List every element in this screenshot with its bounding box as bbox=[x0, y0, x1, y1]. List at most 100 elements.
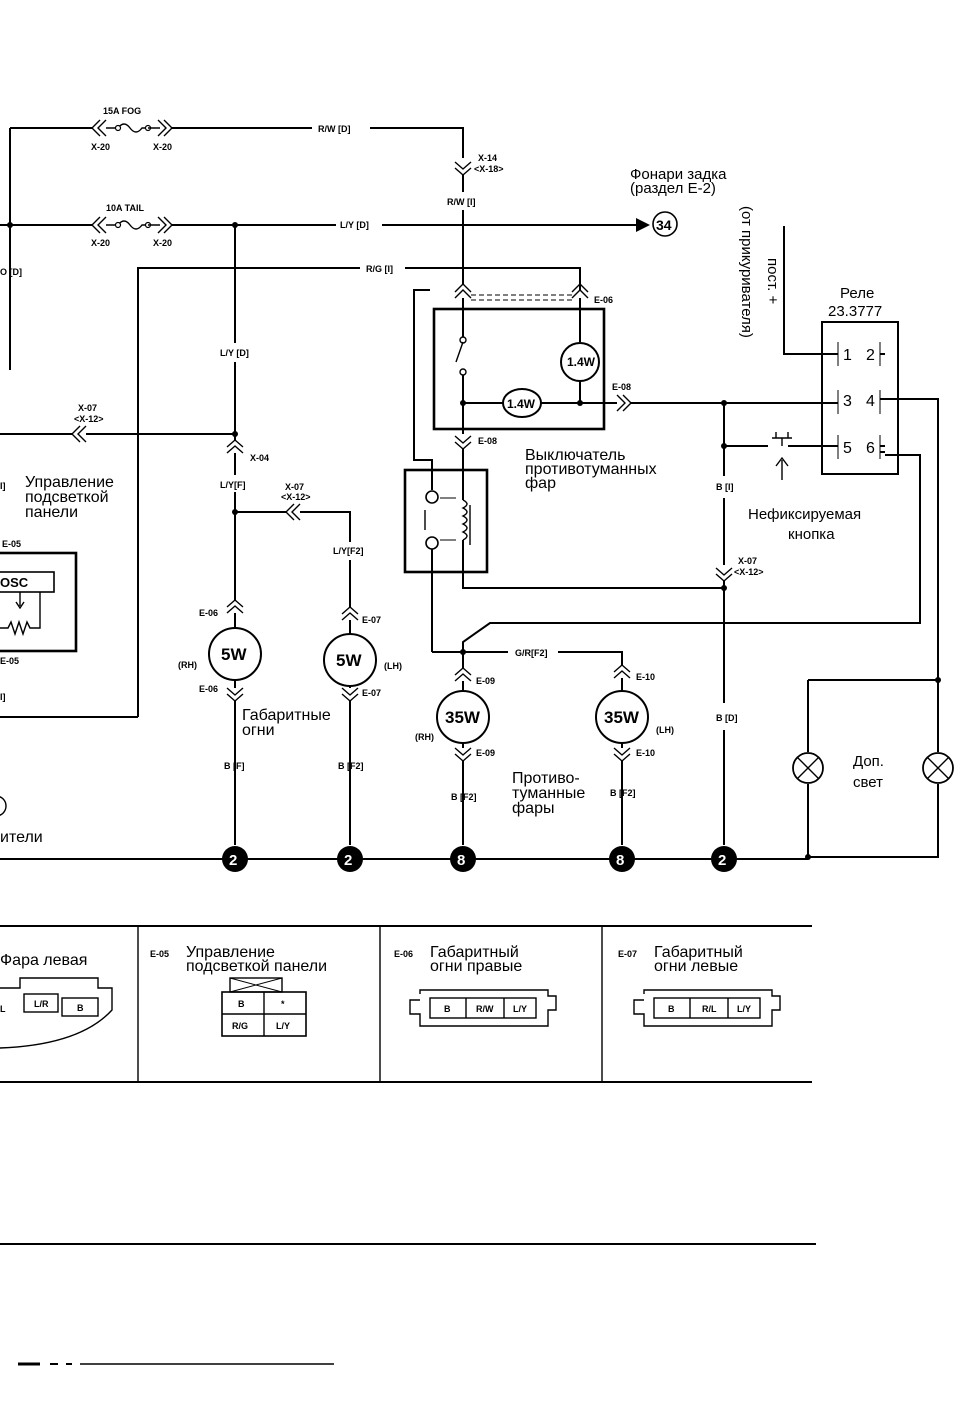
cell-1-title: Фара левая bbox=[0, 952, 87, 969]
cell-4-title-1: Габаритный bbox=[654, 944, 743, 961]
tail-fuse-line: 10A TAIL X-20 X-20 L/Y [D] O [D] bbox=[0, 203, 650, 277]
cell-3-pin-2: R/W bbox=[476, 1004, 494, 1014]
ground-marker-1: 2 bbox=[222, 846, 248, 872]
e07-lamp-top: E-07 bbox=[362, 615, 381, 625]
x04: X-04 bbox=[250, 453, 269, 463]
fog-relay bbox=[403, 289, 724, 652]
extra-lights: Доп. свет bbox=[792, 677, 954, 858]
parking-label-1: Габаритные bbox=[242, 707, 331, 724]
tail-fuse-label: 10A TAIL bbox=[106, 203, 145, 213]
wire-ly-d-vert: L/Y [D] bbox=[220, 348, 249, 358]
e06-lamp-bot: E-06 bbox=[199, 684, 218, 694]
wire-b-f2-c: B [F2] bbox=[610, 788, 636, 798]
cell-3-pin-1: B bbox=[444, 1004, 451, 1014]
wire-b-f2-a: B [F2] bbox=[338, 761, 364, 771]
wire-ly-f2: L/Y[F2] bbox=[333, 546, 364, 556]
wire-rg-i: R/G [I] bbox=[366, 264, 393, 274]
e05-top: E-05 bbox=[2, 539, 21, 549]
e06-lamp-top: E-06 bbox=[199, 608, 218, 618]
connector-cell-e05: E-05 Управление подсветкой панели B * R/… bbox=[150, 944, 327, 1037]
fog-fuse-line: 15A FOG X-20 X-20 R/W [D] bbox=[9, 106, 464, 370]
ground-bus: 2 2 8 8 2 bbox=[0, 846, 811, 872]
button-label-1: Нефиксируемая bbox=[748, 506, 861, 523]
wire-b-f: B [F] bbox=[224, 761, 245, 771]
fog-lh-watt: 35W bbox=[604, 708, 640, 727]
switch-bulb-b: 1.4W bbox=[507, 397, 536, 411]
rear-lights-ref: 34 Фонари задка (раздел E-2) bbox=[630, 166, 727, 237]
extra-label-1: Доп. bbox=[853, 753, 884, 770]
e10-top: E-10 bbox=[636, 672, 655, 682]
ground-marker-3: 8 bbox=[450, 846, 476, 872]
page-rules bbox=[0, 1243, 816, 1366]
ground-marker-2: 2 bbox=[337, 846, 363, 872]
relay-pin-3: 3 bbox=[843, 393, 852, 410]
rh-side-1: (RH) bbox=[178, 660, 197, 670]
panel-control: OSC E-05 E-05 Управление подсветкой пане… bbox=[0, 474, 114, 846]
connector-cell-headlamp-left: Фара левая L/R B L bbox=[0, 952, 113, 1049]
cell-2-pin-1: B bbox=[238, 999, 245, 1009]
cell-4-code: E-07 bbox=[618, 949, 637, 959]
power-label-2: (от прикуривателя) bbox=[738, 206, 755, 338]
cell-2-pin-2: * bbox=[281, 999, 285, 1009]
fog-fuse-conn-right: X-20 bbox=[153, 142, 172, 152]
cell-1-pin-l: L bbox=[0, 1004, 6, 1014]
button-label-2: кнопка bbox=[788, 526, 835, 543]
wire-b-f2-b: B [F2] bbox=[451, 792, 477, 802]
e07-lamp-bot: E-07 bbox=[362, 688, 381, 698]
fuse-tail-label: ители bbox=[0, 829, 43, 846]
cell-2-title-2: подсветкой панели bbox=[186, 958, 327, 975]
panel-ctrl-label-3: панели bbox=[25, 504, 78, 521]
panel-ctrl-label-2: подсветкой bbox=[25, 489, 109, 506]
e08-right: E-08 bbox=[612, 382, 631, 392]
cell-4-pin-3: L/Y bbox=[737, 1004, 751, 1014]
cell-4-pin-2: R/L bbox=[702, 1004, 717, 1014]
cell-3-title-1: Габаритный bbox=[430, 944, 519, 961]
cell-2-pin-3: R/G bbox=[232, 1021, 248, 1031]
fog-rh-watt: 35W bbox=[445, 708, 481, 727]
x07-right: X-07 bbox=[738, 556, 757, 566]
svg-text:2: 2 bbox=[344, 852, 352, 869]
wire-b-i: B [I] bbox=[716, 482, 734, 492]
wire-ly-d: L/Y [D] bbox=[340, 220, 369, 230]
e08-bottom: E-08 bbox=[478, 436, 497, 446]
fog-switch-label-2: противотуманных bbox=[525, 461, 657, 478]
rear-lights-label-2: (раздел E-2) bbox=[630, 180, 716, 197]
tail-fuse-conn-right: X-20 bbox=[153, 238, 172, 248]
x07-left-line: X-07 <X-12> bbox=[0, 403, 238, 443]
ground-marker-4: 8 bbox=[609, 846, 635, 872]
x12-right: <X-12> bbox=[734, 567, 764, 577]
fog-lamps-label-1: Противо- bbox=[512, 770, 580, 787]
x07-mid: X-07 bbox=[285, 482, 304, 492]
park-lh-watt: 5W bbox=[336, 651, 362, 670]
rh-side-2: (RH) bbox=[415, 732, 434, 742]
x18: <X-18> bbox=[474, 164, 504, 174]
connector-table: Фара левая L/R B L E-05 Управление подсв… bbox=[0, 925, 812, 1083]
cell-2-title-1: Управление bbox=[186, 944, 275, 961]
osc-label: OSC bbox=[0, 575, 29, 590]
svg-text:2: 2 bbox=[229, 852, 237, 869]
e09-top: E-09 bbox=[476, 676, 495, 686]
tail-fuse-conn-left: X-20 bbox=[91, 238, 110, 248]
e09-bot: E-09 bbox=[476, 748, 495, 758]
wire-left-i2: I] bbox=[0, 692, 6, 702]
x07-left: X-07 bbox=[78, 403, 97, 413]
cell-1-pin-lr: L/R bbox=[34, 999, 49, 1009]
switch-bulb-a: 1.4W bbox=[567, 355, 596, 369]
ly-vertical: L/Y [D] X-04 L/Y[F] X-07 <X-12> L/Y[F2] bbox=[220, 225, 364, 607]
x12-left: <X-12> bbox=[74, 414, 104, 424]
e05-bot: E-05 bbox=[0, 656, 19, 666]
wire-left-i1: I] bbox=[0, 481, 6, 491]
cell-3-title-2: огни правые bbox=[430, 958, 522, 975]
cell-4-pin-1: B bbox=[668, 1004, 675, 1014]
fog-fuse-conn-left: X-20 bbox=[91, 142, 110, 152]
ground-marker-5: 2 bbox=[711, 846, 737, 872]
parking-lamp-lh: 5W E-07 E-07 (LH) B [F2] bbox=[323, 606, 402, 845]
relay-pin-1: 1 bbox=[843, 347, 852, 364]
cell-4-title-2: огни левые bbox=[654, 958, 738, 975]
relay-pin-5: 5 bbox=[843, 440, 852, 457]
cell-2-code: E-05 bbox=[150, 949, 169, 959]
rear-lights-number: 34 bbox=[656, 217, 672, 233]
wire-rw-i: R/W [I] bbox=[447, 197, 476, 207]
wire-rw-d: R/W [D] bbox=[318, 124, 351, 134]
